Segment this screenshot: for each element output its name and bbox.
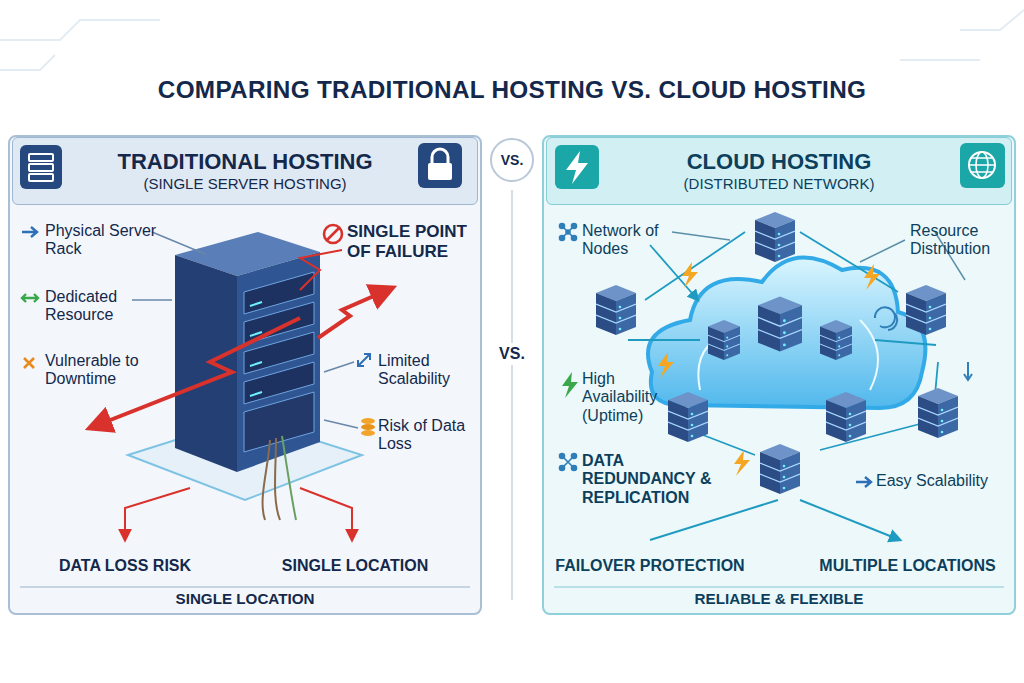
header-text: TRADITIONAL HOSTING(SINGLE SERVER HOSTIN… <box>83 138 407 204</box>
callout-label: SINGLE POINT OF FAILURE <box>347 222 482 261</box>
callout-label: Resource Distribution <box>910 222 1010 259</box>
callout-label: Limited Scalability <box>378 352 478 389</box>
callout-label: Risk of Data Loss <box>378 417 478 454</box>
diagram-title: COMPARING TRADITIONAL HOSTING VS. CLOUD … <box>0 76 1024 104</box>
callout-label: SINGLE LOCATION <box>270 557 440 575</box>
header-band: TRADITIONAL HOSTING(SINGLE SERVER HOSTIN… <box>12 137 478 205</box>
callout-label: Network of Nodes <box>582 222 692 259</box>
callout-label: FAILOVER PROTECTION <box>555 557 745 575</box>
panel-subheading: (SINGLE SERVER HOSTING) <box>143 175 346 193</box>
panel-footer: SINGLE LOCATION <box>10 590 480 607</box>
callout-label: Physical Server Rack <box>45 222 160 259</box>
vs-text: VS. <box>492 140 532 180</box>
callout-label: VS. <box>494 343 530 365</box>
header-band: CLOUD HOSTING(DISTRIBUTED NETWORK) <box>546 137 1012 205</box>
panel-heading: CLOUD HOSTING <box>687 149 872 175</box>
panel-heading: TRADITIONAL HOSTING <box>117 149 372 175</box>
callout-label: MULTIPLE LOCATIONS <box>810 557 1005 575</box>
panel-footer: RELIABLE & FLEXIBLE <box>544 590 1014 607</box>
callout-label: High Availability (Uptime) <box>582 370 692 425</box>
vs-circle: VS. <box>490 138 534 182</box>
callout-label: DATA REDUNDANCY & REPLICATION <box>582 452 732 507</box>
panel-subheading: (DISTRIBUTED NETWORK) <box>684 175 875 193</box>
callout-label: Vulnerable to Downtime <box>45 352 165 389</box>
callout-label: Easy Scalability <box>876 472 1011 490</box>
header-text: CLOUD HOSTING(DISTRIBUTED NETWORK) <box>617 138 941 204</box>
callout-label: DATA LOSS RISK <box>45 557 205 575</box>
callout-label: Dedicated Resource <box>45 288 145 325</box>
